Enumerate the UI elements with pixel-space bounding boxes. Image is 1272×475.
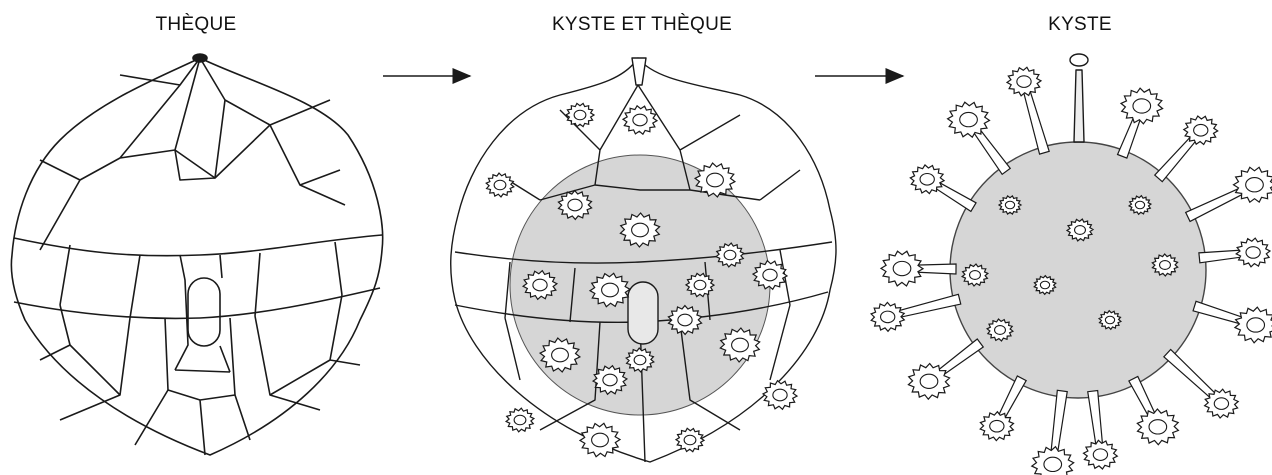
process-center — [1149, 420, 1167, 434]
process-center — [533, 279, 547, 291]
process-center — [960, 112, 978, 126]
process-center — [920, 173, 934, 185]
process-center — [514, 415, 526, 425]
process-center — [1005, 201, 1014, 208]
process-center — [1246, 178, 1264, 192]
process-center — [1194, 124, 1208, 136]
process-center — [632, 223, 649, 237]
process-center — [603, 374, 617, 386]
apical-process — [1074, 70, 1084, 142]
process-center — [1044, 457, 1062, 471]
theca-drawing — [11, 54, 382, 455]
process-center — [1075, 226, 1086, 235]
process-center — [633, 114, 647, 126]
process-center — [1246, 247, 1260, 259]
process-center — [707, 173, 724, 187]
process-center — [990, 420, 1004, 432]
theca-outline — [11, 58, 382, 455]
process-center — [592, 433, 609, 447]
process-center — [881, 311, 895, 323]
process-center — [732, 338, 749, 352]
process-center — [494, 180, 506, 190]
process-center — [568, 199, 582, 211]
process-center — [602, 283, 619, 297]
process-center — [773, 389, 787, 401]
process-center — [1093, 449, 1107, 461]
process-center — [1040, 281, 1049, 288]
process-center — [1105, 316, 1114, 323]
process-center — [1214, 398, 1228, 410]
process-center — [1017, 76, 1031, 88]
process-center — [1247, 318, 1265, 332]
process-center — [893, 261, 911, 275]
process-center — [634, 355, 646, 365]
process-center — [552, 348, 569, 362]
process-center — [1133, 99, 1151, 113]
sulcal-plate — [188, 278, 220, 346]
process-center — [684, 435, 696, 445]
process-center — [995, 326, 1006, 335]
process-center — [678, 314, 692, 326]
process-center — [1135, 201, 1144, 208]
process-center — [724, 250, 736, 260]
process-center — [920, 374, 938, 388]
process-center — [763, 269, 777, 281]
process-center — [574, 110, 586, 120]
process-center — [694, 280, 706, 290]
process-center — [970, 271, 981, 280]
process-center — [1160, 261, 1171, 270]
